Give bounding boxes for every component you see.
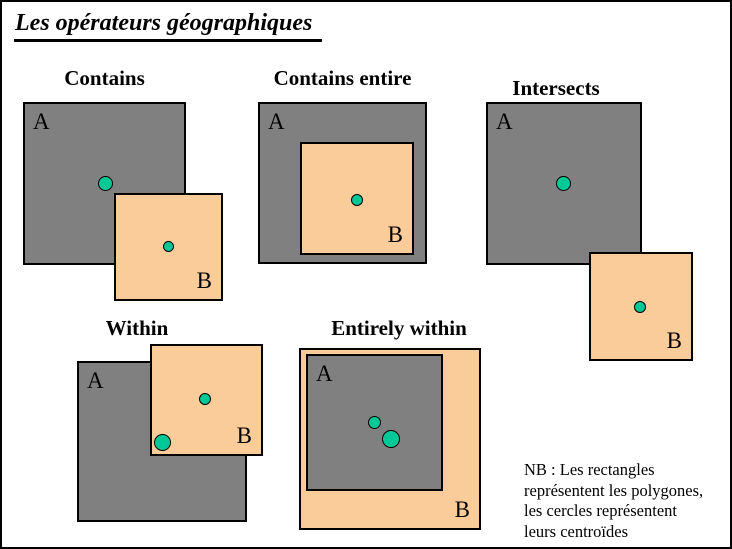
centroid-a-contains bbox=[98, 176, 113, 191]
polygon-a-label: A bbox=[496, 109, 513, 134]
operator-title-intersects: Intersects bbox=[512, 76, 600, 100]
operator-title-contains-entire: Contains entire bbox=[273, 66, 412, 90]
note-line: représentent les polygones, bbox=[524, 480, 704, 500]
polygon-b-label: B bbox=[387, 222, 403, 247]
note-line: les cercles représentent bbox=[524, 501, 677, 520]
polygon-a-label: A bbox=[33, 109, 50, 134]
centroid-b-entirely-within bbox=[382, 430, 400, 448]
polygon-a-label: A bbox=[268, 109, 285, 134]
centroid-b-within bbox=[199, 393, 211, 405]
operator-title-within: Within bbox=[105, 316, 169, 340]
centroid-a-within bbox=[154, 434, 171, 451]
note-text: NB : Les rectangles représentent les pol… bbox=[524, 460, 730, 542]
operator-title-contains: Contains bbox=[64, 66, 145, 90]
polygon-b-label: B bbox=[236, 423, 252, 448]
polygon-b-label: B bbox=[196, 268, 212, 293]
centroid-a-entirely-within bbox=[368, 416, 381, 429]
polygon-a-label: A bbox=[316, 361, 333, 386]
operator-title-entirely-within: Entirely within bbox=[331, 316, 467, 340]
polygon-b-label: B bbox=[666, 328, 682, 353]
centroid-a-intersects bbox=[556, 176, 571, 191]
polygon-b-contains: B bbox=[114, 193, 223, 301]
polygon-b-label: B bbox=[454, 497, 470, 522]
polygon-a-label: A bbox=[87, 368, 104, 393]
note-line: NB : Les rectangles bbox=[524, 460, 655, 479]
centroid-b-contains-entire bbox=[351, 194, 363, 206]
centroid-b-intersects bbox=[634, 301, 646, 313]
note-line: leurs centroïdes bbox=[524, 521, 629, 541]
page-title: Les opérateurs géographiques bbox=[14, 10, 323, 42]
centroid-b-contains bbox=[163, 241, 174, 252]
